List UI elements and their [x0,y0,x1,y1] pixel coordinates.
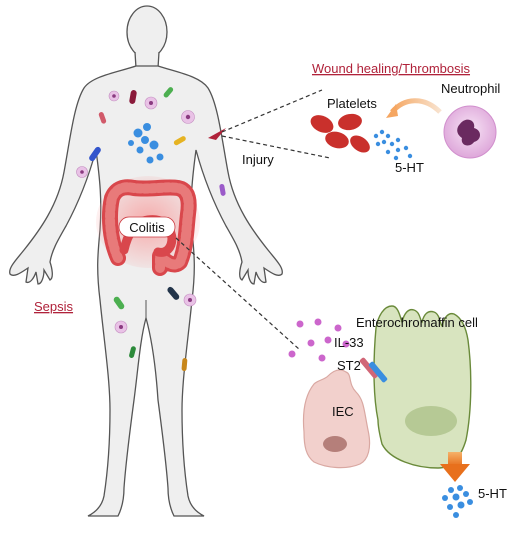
5ht-bottom-dots [442,485,473,518]
st2-label: ST2 [337,358,361,373]
colitis-label-bg [118,216,176,238]
colitis-label: Colitis [129,220,165,235]
st2-receptor [359,357,388,383]
secretion-arrow [440,452,470,482]
enterochromaffin-cell [373,305,472,469]
sepsis-label: Sepsis [34,299,74,314]
platelets-label: Platelets [327,96,377,111]
neutrophil-label: Neutrophil [441,81,500,96]
neutrophil-cell [443,105,497,159]
curved-arrow [390,98,442,114]
5ht-top-label: 5-HT [395,160,424,175]
iec-label: IEC [332,404,354,419]
body-torso-arms [9,65,283,517]
body-bacteria [76,87,226,372]
human-body [9,5,283,517]
colon: Colitis [96,176,200,276]
iec-cell [302,369,371,469]
dashed-connectors [175,89,331,351]
injury-label: Injury [242,152,274,167]
il33-label: IL-33 [334,335,364,350]
injury-mark [208,128,226,140]
body-head [126,5,168,59]
wound-healing-title: Wound healing/Thrombosis [312,61,471,76]
5ht-top-dots [373,129,413,161]
enterochromaffin-label: Enterochromaffin cell [356,315,478,330]
il33-dots [288,318,350,362]
body-5ht-dots [128,123,164,164]
5ht-bottom-label: 5-HT [478,486,507,501]
platelets-cluster [310,113,370,153]
